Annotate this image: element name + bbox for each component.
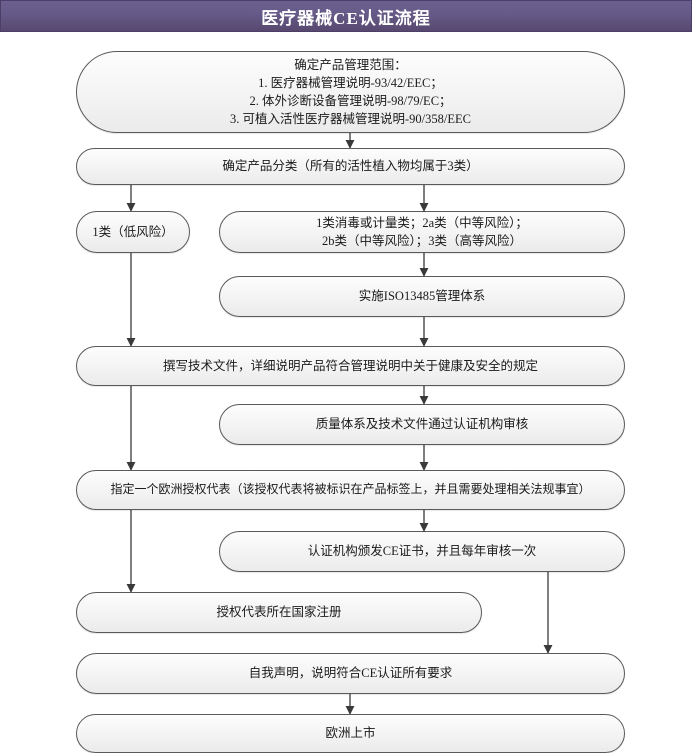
node-notified-body-audit[interactable]: 质量体系及技术文件通过认证机构审核 bbox=[219, 404, 625, 445]
node-write-technical-file[interactable]: 撰写技术文件，详细说明产品符合管理说明中关于健康及安全的规定 bbox=[76, 346, 625, 386]
node-class-1-low-risk[interactable]: 1类（低风险） bbox=[76, 211, 190, 253]
node-label: 撰写技术文件，详细说明产品符合管理说明中关于健康及安全的规定 bbox=[162, 358, 538, 373]
node-self-declaration-of-conformity[interactable]: 自我声明，说明符合CE认证所有要求 bbox=[76, 653, 625, 694]
node-label: 确定产品分类（所有的活性植入物均属于3类） bbox=[222, 159, 479, 174]
node-label: 欧洲上市 bbox=[325, 726, 376, 741]
node-appoint-eu-authorised-representative[interactable]: 指定一个欧洲授权代表（该授权代表将被标识在产品标签上，并且需要处理相关法规事宜） bbox=[76, 470, 625, 510]
node-label: 确定产品管理范围： 1. 医疗器械管理说明-93/42/EEC； 2. 体外诊断… bbox=[230, 57, 471, 127]
node-class-other-risk-levels[interactable]: 1类消毒或计量类；2a类（中等风险）； 2b类（中等风险）；3类（高等风险） bbox=[219, 211, 625, 253]
node-label: 质量体系及技术文件通过认证机构审核 bbox=[315, 417, 529, 432]
chart-title-bar: 医疗器械CE认证流程 bbox=[0, 0, 692, 32]
node-implement-iso13485[interactable]: 实施ISO13485管理体系 bbox=[219, 276, 625, 317]
node-label: 1类（低风险） bbox=[92, 224, 174, 239]
node-determine-product-scope[interactable]: 确定产品管理范围： 1. 医疗器械管理说明-93/42/EEC； 2. 体外诊断… bbox=[76, 51, 625, 133]
node-label: 授权代表所在国家注册 bbox=[216, 605, 342, 620]
node-label: 自我声明，说明符合CE认证所有要求 bbox=[248, 666, 453, 681]
node-place-on-european-market[interactable]: 欧洲上市 bbox=[76, 714, 625, 753]
node-label: 指定一个欧洲授权代表（该授权代表将被标识在产品标签上，并且需要处理相关法规事宜） bbox=[110, 482, 591, 497]
node-determine-classification[interactable]: 确定产品分类（所有的活性植入物均属于3类） bbox=[76, 148, 625, 185]
node-label: 认证机构颁发CE证书，并且每年审核一次 bbox=[307, 544, 537, 559]
node-issue-ce-certificate[interactable]: 认证机构颁发CE证书，并且每年审核一次 bbox=[219, 531, 625, 572]
node-register-in-representative-country[interactable]: 授权代表所在国家注册 bbox=[76, 592, 482, 633]
page-title: 医疗器械CE认证流程 bbox=[261, 8, 431, 28]
node-label: 1类消毒或计量类；2a类（中等风险）； 2b类（中等风险）；3类（高等风险） bbox=[316, 215, 528, 248]
node-label: 实施ISO13485管理体系 bbox=[358, 289, 486, 304]
